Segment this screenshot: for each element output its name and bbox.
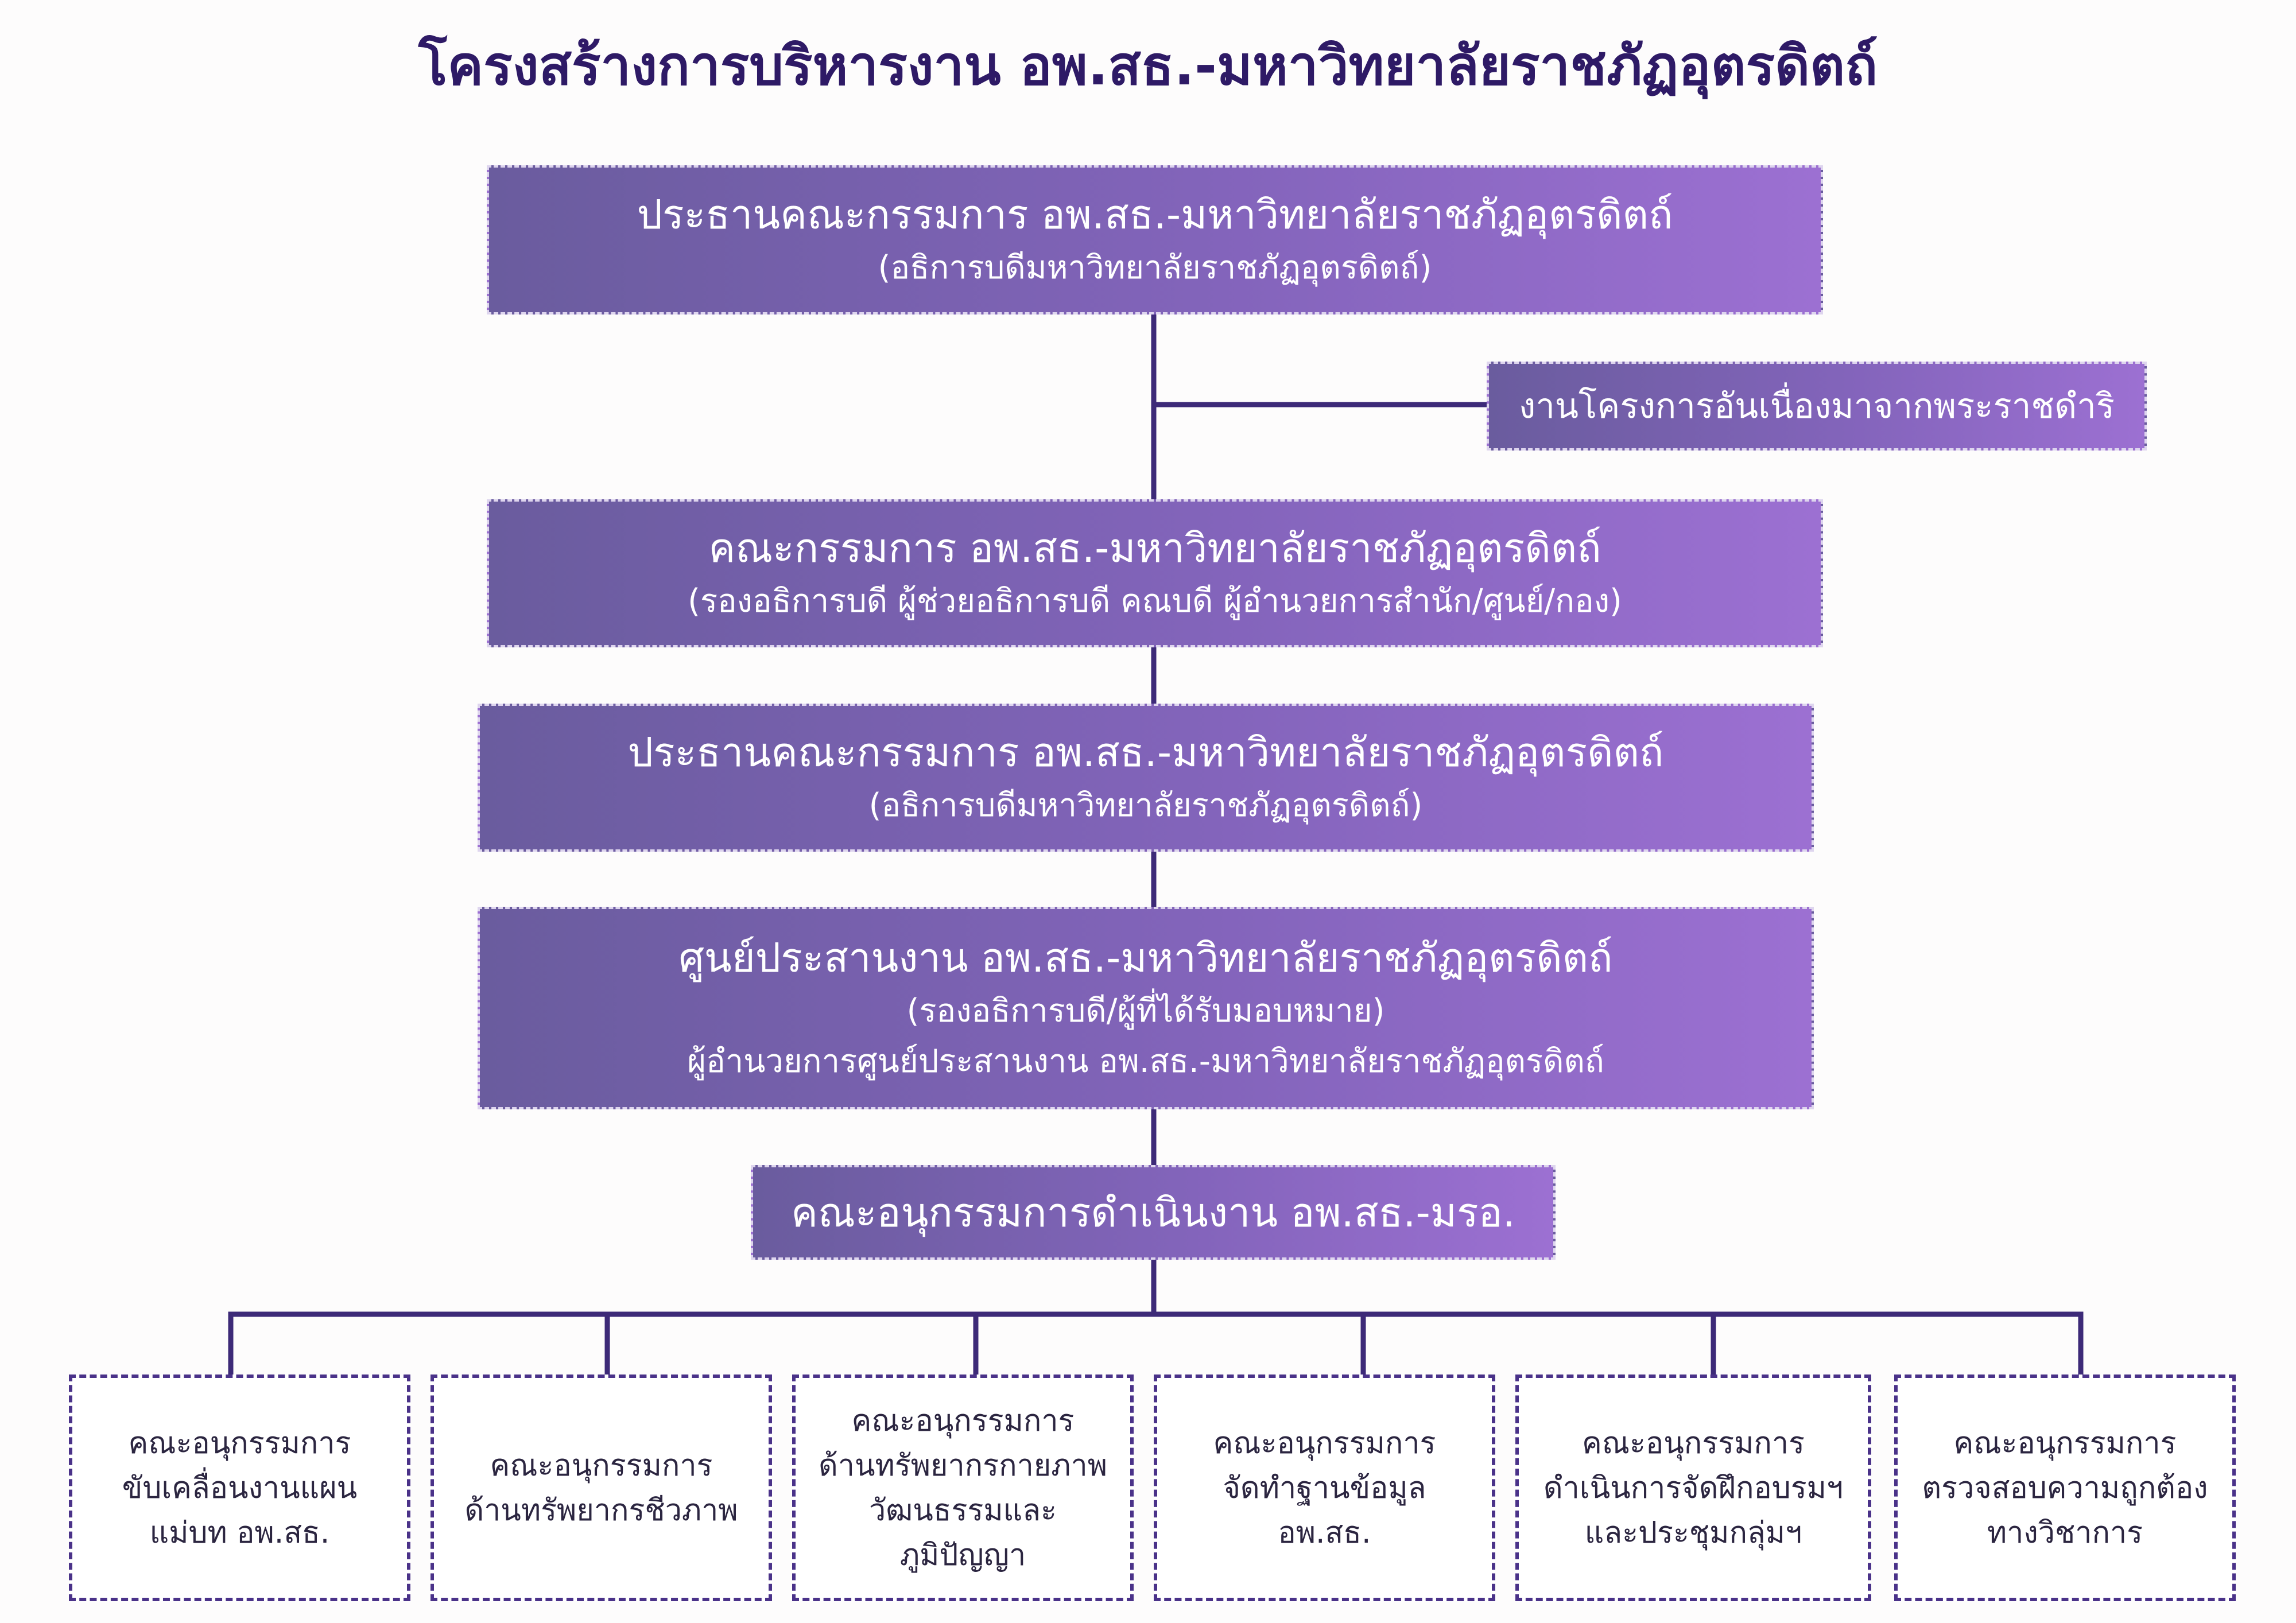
subcommittee-3-line-3: วัฒนธรรมและ: [869, 1493, 1057, 1528]
subcommittee-box-4: คณะอนุกรรมการ จัดทำฐานข้อมูล อพ.สธ.: [1154, 1374, 1495, 1601]
subcommittee-1-line-2: ขับเคลื่อนงานแผน: [122, 1470, 358, 1505]
operating-subcommittee-box: คณะอนุกรรมการดำเนินงาน อพ.สธ.-มรอ.: [751, 1165, 1556, 1260]
committee-subtitle: (รองอธิการบดี ผู้ช่วยอธิการบดี คณบดี ผู้…: [688, 583, 1622, 620]
chairman-top-box: ประธานคณะกรรมการ อพ.สธ.-มหาวิทยาลัยราชภั…: [487, 165, 1823, 314]
subcommittee-5-line-3: และประชุมกลุ่มฯ: [1584, 1515, 1802, 1550]
subcommittee-1-line-3: แม่บท อพ.สธ.: [149, 1515, 330, 1550]
subcommittee-1-line-1: คณะอนุกรรมการ: [128, 1426, 351, 1461]
subcommittee-5-line-1: คณะอนุกรรมการ: [1582, 1426, 1805, 1461]
coordination-center-box: ศูนย์ประสานงาน อพ.สธ.-มหาวิทยาลัยราชภัฏอ…: [478, 907, 1814, 1109]
subcommittee-4-line-3: อพ.สธ.: [1278, 1515, 1371, 1550]
subcommittee-6-line-2: ตรวจสอบความถูกต้อง: [1922, 1470, 2208, 1505]
subcommittee-4-line-1: คณะอนุกรรมการ: [1213, 1426, 1436, 1461]
subcommittee-4-line-2: จัดทำฐานข้อมูล: [1223, 1470, 1426, 1505]
coordination-center-director: ผู้อำนวยการศูนย์ประสานงาน อพ.สธ.-มหาวิทย…: [687, 1042, 1604, 1080]
chairman-second-box: ประธานคณะกรรมการ อพ.สธ.-มหาวิทยาลัยราชภั…: [478, 704, 1814, 852]
subcommittee-5-line-2: ดำเนินการจัดฝึกอบรมฯ: [1543, 1470, 1844, 1505]
subcommittee-2-line-1: คณะอนุกรรมการ: [490, 1448, 713, 1483]
committee-title: คณะกรรมการ อพ.สธ.-มหาวิทยาลัยราชภัฏอุตรด…: [708, 525, 1601, 572]
subcommittee-6-line-1: คณะอนุกรรมการ: [1953, 1426, 2177, 1461]
committee-box: คณะกรรมการ อพ.สธ.-มหาวิทยาลัยราชภัฏอุตรด…: [487, 499, 1823, 647]
chairman-second-title: ประธานคณะกรรมการ อพ.สธ.-มหาวิทยาลัยราชภั…: [627, 729, 1664, 776]
subcommittee-2-line-2: ด้านทรัพยากรชีวภาพ: [464, 1493, 738, 1528]
coordination-center-subtitle: (รองอธิการบดี/ผู้ที่ได้รับมอบหมาย): [906, 992, 1385, 1030]
subcommittee-box-3: คณะอนุกรรมการ ด้านทรัพยากรกายภาพ วัฒนธรร…: [792, 1374, 1134, 1601]
royal-projects-title: งานโครงการอันเนื่องมาจากพระราชดำริ: [1519, 386, 2115, 426]
chairman-second-subtitle: (อธิการบดีมหาวิทยาลัยราชภัฏอุตรดิตถ์): [868, 787, 1423, 824]
coordination-center-title: ศูนย์ประสานงาน อพ.สธ.-มหาวิทยาลัยราชภัฏอ…: [678, 934, 1613, 981]
chart-title: โครงสร้างการบริหารงาน อพ.สธ.-มหาวิทยาลัย…: [418, 35, 1878, 98]
subcommittee-3-line-4: ภูมิปัญญา: [899, 1537, 1026, 1572]
royal-projects-box: งานโครงการอันเนื่องมาจากพระราชดำริ: [1487, 362, 2147, 451]
operating-subcommittee-title: คณะอนุกรรมการดำเนินงาน อพ.สธ.-มรอ.: [791, 1189, 1515, 1236]
subcommittee-3-line-1: คณะอนุกรรมการ: [851, 1403, 1075, 1438]
subcommittee-3-line-2: ด้านทรัพยากรกายภาพ: [819, 1448, 1107, 1483]
subcommittee-box-6: คณะอนุกรรมการ ตรวจสอบความถูกต้อง ทางวิชา…: [1894, 1374, 2236, 1601]
chairman-top-title: ประธานคณะกรรมการ อพ.สธ.-มหาวิทยาลัยราชภั…: [637, 191, 1673, 238]
chairman-top-subtitle: (อธิการบดีมหาวิทยาลัยราชภัฏอุตรดิตถ์): [878, 249, 1432, 286]
subcommittee-6-line-3: ทางวิชาการ: [1987, 1515, 2143, 1550]
subcommittee-box-2: คณะอนุกรรมการ ด้านทรัพยากรชีวภาพ: [430, 1374, 772, 1601]
subcommittee-box-1: คณะอนุกรรมการ ขับเคลื่อนงานแผน แม่บท อพ.…: [69, 1374, 410, 1601]
subcommittee-box-5: คณะอนุกรรมการ ดำเนินการจัดฝึกอบรมฯ และปร…: [1515, 1374, 1871, 1601]
